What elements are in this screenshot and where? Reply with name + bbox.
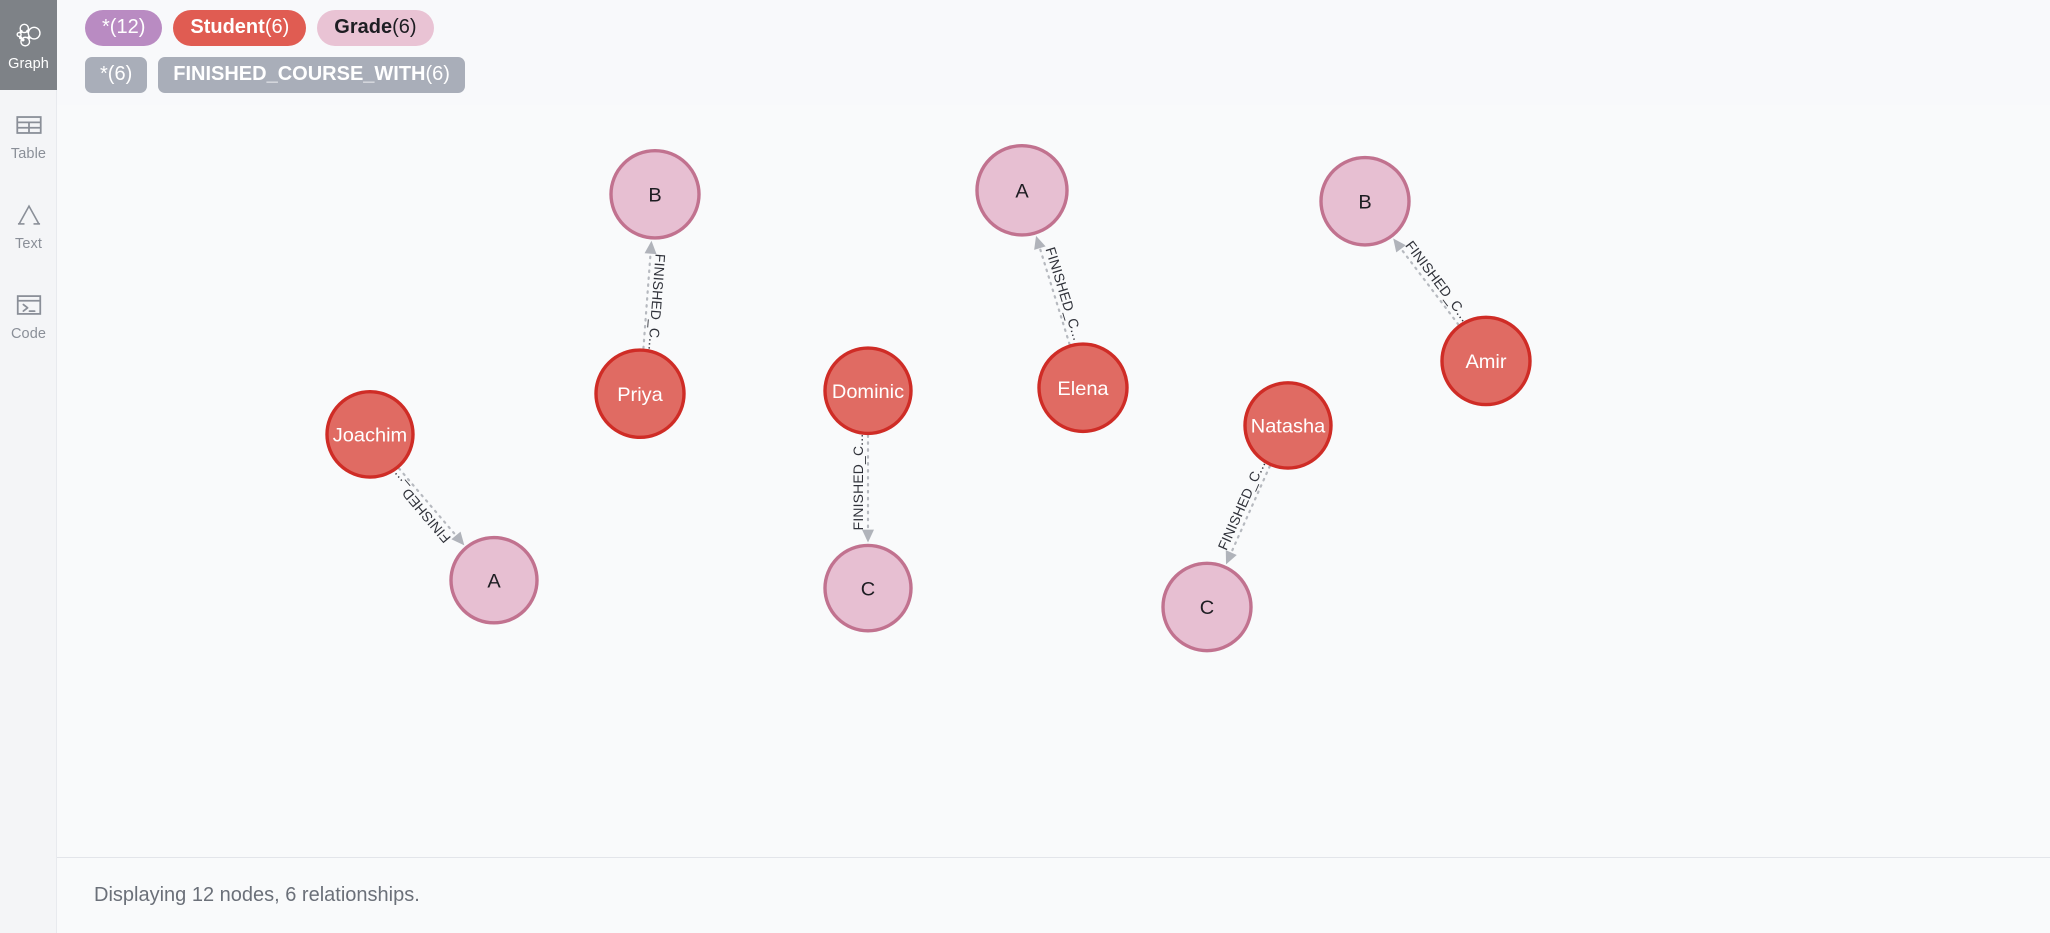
node-circle[interactable] [1161, 561, 1253, 653]
node-chip-any[interactable]: *(12) [85, 10, 163, 46]
rel-chip-finished-course-with[interactable]: FINISHED_COURSE_WITH(6) [158, 57, 465, 93]
edge-line [1400, 248, 1460, 326]
node-chip-name: * [102, 16, 110, 38]
relationship-edge[interactable]: FINISHED_C... [1393, 238, 1474, 326]
node-chip-student[interactable]: Student(6) [173, 10, 307, 46]
node-circle[interactable] [823, 346, 913, 436]
relationship-edge[interactable]: FINISHED_C... [642, 240, 669, 351]
edge-label: FINISHED_C... [850, 434, 866, 531]
table-icon [14, 109, 44, 141]
edge-arrowhead-icon [644, 240, 657, 255]
graph-node[interactable]: Priya [594, 348, 686, 440]
sidebar-item-graph[interactable]: Graph [0, 0, 57, 90]
node-circle[interactable] [823, 543, 913, 633]
edge-arrowhead-icon [1034, 235, 1046, 250]
edge-label: FINISHED_C... [1402, 238, 1473, 325]
sidebar-item-label: Graph [8, 55, 49, 72]
relationship-edge[interactable]: FINISHED_C... [1034, 235, 1086, 346]
node-circle[interactable] [609, 148, 701, 240]
rel-chip-name: FINISHED_COURSE_WITH [173, 63, 426, 85]
graph-node[interactable]: C [1161, 561, 1253, 653]
graph-node[interactable]: Amir [1440, 315, 1532, 407]
status-text: Displaying 12 nodes, 6 relationships. [94, 884, 420, 906]
node-chip-count: (12) [109, 16, 146, 38]
node-circle[interactable] [1243, 381, 1333, 470]
sidebar-item-code[interactable]: Code [0, 270, 57, 360]
edge-label: FINISHED_... [385, 470, 453, 546]
rel-chip-name: * [100, 63, 108, 85]
graph-node[interactable]: A [975, 143, 1069, 237]
node-chip-grade[interactable]: Grade(6) [317, 10, 434, 46]
graph-node[interactable]: C [823, 543, 913, 633]
node-circle[interactable] [594, 348, 686, 440]
edge-label: FINISHED_C... [1215, 458, 1269, 553]
code-icon [14, 289, 44, 321]
view-mode-sidebar: Graph Table Text [0, 0, 57, 933]
relationship-edge[interactable]: FINISHED_... [385, 467, 465, 546]
node-chip-count: (6) [392, 16, 417, 38]
node-circle[interactable] [1440, 315, 1532, 407]
graph-node[interactable]: B [1319, 155, 1411, 247]
node-chip-name: Student [190, 16, 265, 38]
node-label-chip-row: *(12) Student(6) Grade(6) [57, 10, 2050, 46]
sidebar-item-label: Text [15, 235, 42, 252]
sidebar-item-label: Table [10, 145, 47, 162]
edge-arrowhead-icon [1225, 550, 1237, 565]
edge-label: FINISHED_C... [645, 253, 668, 351]
status-bar: Displaying 12 nodes, 6 relationships. [57, 857, 2050, 933]
edge-line [397, 467, 457, 536]
edge-arrowhead-icon [451, 531, 465, 546]
edge-arrowhead-icon [862, 529, 874, 543]
edge-line [642, 253, 652, 350]
graph-canvas[interactable]: FINISHED_... FINISHED_C... FINISHED_C... FI… [57, 105, 2050, 857]
sidebar-item-table[interactable]: Table [0, 90, 57, 180]
edge-line [1039, 248, 1071, 346]
sidebar-item-label: Code [10, 325, 47, 342]
node-circle[interactable] [1319, 155, 1411, 247]
relationship-type-chip-row: *(6) FINISHED_COURSE_WITH(6) [57, 57, 2050, 93]
node-chip-count: (6) [264, 16, 290, 38]
node-circle[interactable] [449, 535, 539, 625]
rel-chip-any[interactable]: *(6) [85, 57, 148, 93]
graph-node[interactable]: Elena [1037, 342, 1129, 434]
edge-arrowhead-icon [1393, 238, 1406, 253]
node-chip-name: Grade [334, 16, 393, 38]
edge-label: FINISHED_C... [1042, 245, 1086, 342]
graph-node[interactable]: Dominic [823, 346, 913, 436]
text-icon [14, 199, 44, 231]
relationship-edge[interactable]: FINISHED_C... [1215, 458, 1271, 565]
node-circle[interactable] [975, 143, 1069, 237]
graph-node[interactable]: A [449, 535, 539, 625]
node-circle[interactable] [1037, 342, 1129, 434]
graph-node[interactable]: B [609, 148, 701, 240]
result-content: *(12) Student(6) Grade(6) *(6) FINISHED_… [57, 0, 2050, 933]
legend-bar: *(12) Student(6) Grade(6) *(6) FINISHED_… [57, 0, 2050, 105]
sidebar-item-text[interactable]: Text [0, 180, 57, 270]
graph-visualization[interactable]: FINISHED_... FINISHED_C... FINISHED_C... FI… [57, 105, 2050, 857]
relationship-edge[interactable]: FINISHED_C... [850, 434, 874, 543]
graph-node[interactable]: Natasha [1243, 381, 1333, 470]
edge-line [1230, 465, 1271, 553]
rel-chip-count: (6) [107, 63, 133, 85]
graph-node[interactable]: Joachim [325, 390, 415, 479]
graph-icon [14, 19, 44, 51]
node-circle[interactable] [325, 390, 415, 479]
rel-chip-count: (6) [425, 63, 450, 85]
